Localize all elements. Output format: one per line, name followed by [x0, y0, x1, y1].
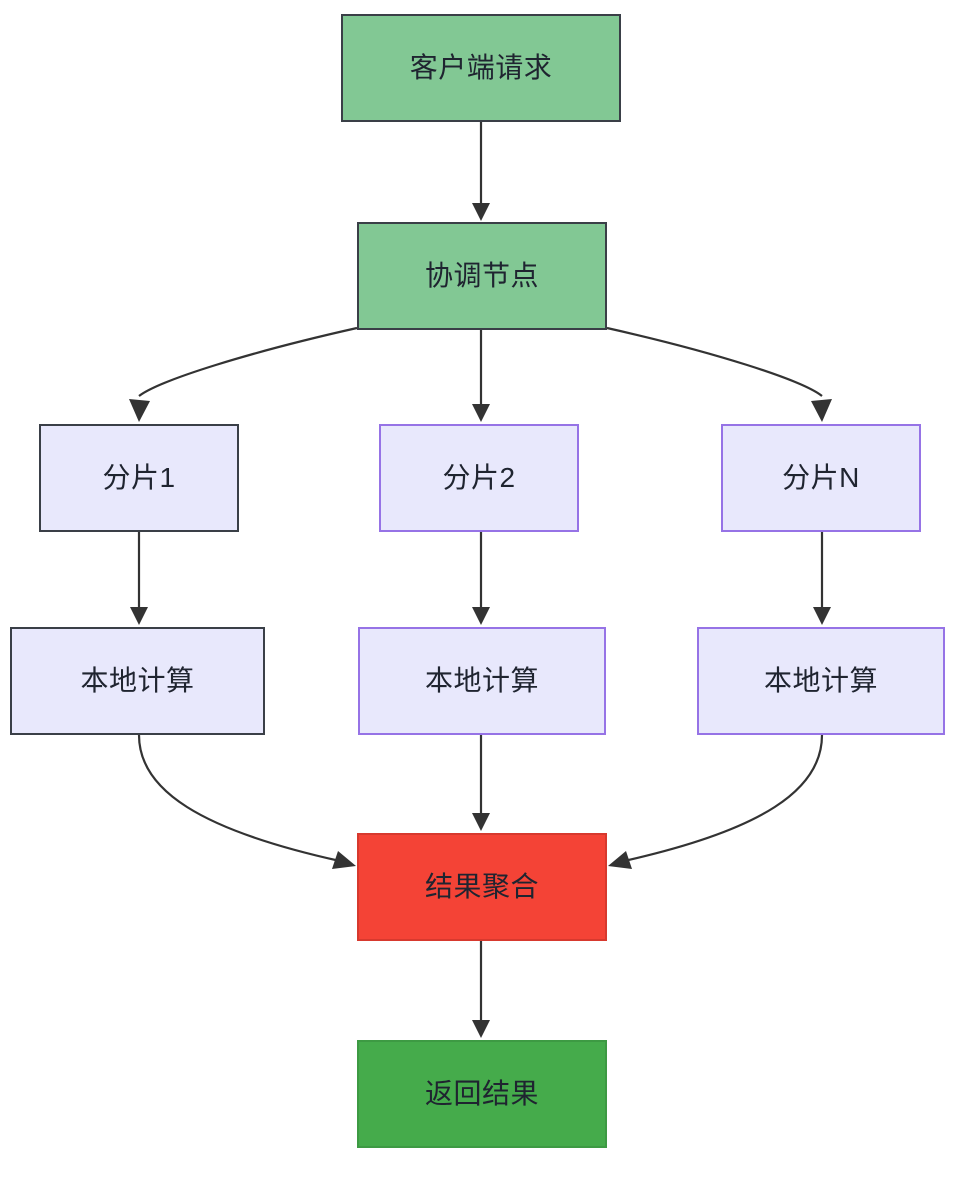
node-label: 本地计算 — [763, 665, 878, 697]
arrow-head-icon — [472, 1020, 490, 1038]
edge-calc1-to-aggregate — [137, 734, 356, 869]
node-local-compute-3[interactable]: 本地计算 — [697, 627, 945, 735]
node-label: 本地计算 — [424, 665, 539, 697]
arrow-head-icon — [472, 607, 490, 625]
node-coordinator[interactable]: 协调节点 — [357, 222, 607, 330]
edge-coord-to-shard2 — [472, 330, 490, 422]
node-local-compute-2[interactable]: 本地计算 — [358, 627, 606, 735]
node-shard-n[interactable]: 分片N — [721, 424, 921, 532]
arrow-head-icon — [472, 404, 490, 422]
edge-shardn-to-calc3 — [813, 532, 831, 625]
node-label: 返回结果 — [424, 1078, 539, 1110]
node-result-aggregation[interactable]: 结果聚合 — [357, 833, 607, 941]
node-shard-1[interactable]: 分片1 — [39, 424, 239, 532]
node-return-result[interactable]: 返回结果 — [357, 1040, 607, 1148]
node-label: 分片2 — [442, 462, 516, 494]
arrow-head-icon — [472, 813, 490, 831]
node-local-compute-1[interactable]: 本地计算 — [10, 627, 265, 735]
arrow-head-icon — [129, 399, 150, 422]
node-label: 分片N — [782, 462, 860, 494]
arrow-head-icon — [608, 851, 632, 869]
arrow-head-icon — [811, 399, 832, 422]
edge-aggregate-to-return — [472, 941, 490, 1038]
node-label: 客户端请求 — [409, 52, 553, 84]
node-label: 分片1 — [102, 462, 176, 494]
node-shard-2[interactable]: 分片2 — [379, 424, 579, 532]
node-label: 本地计算 — [80, 665, 195, 697]
edge-client-to-coord — [472, 122, 490, 221]
arrow-head-icon — [130, 607, 148, 625]
arrow-head-icon — [472, 203, 490, 221]
edge-calc3-to-aggregate — [608, 734, 824, 869]
edge-shard1-to-calc1 — [130, 532, 148, 625]
node-client-request[interactable]: 客户端请求 — [341, 14, 621, 122]
arrow-head-icon — [332, 851, 356, 869]
edge-calc2-to-aggregate — [472, 735, 490, 831]
node-label: 协调节点 — [424, 260, 539, 292]
node-label: 结果聚合 — [424, 871, 539, 903]
edge-shard2-to-calc2 — [472, 532, 490, 625]
arrow-head-icon — [813, 607, 831, 625]
edge-coord-to-shardn — [606, 326, 832, 422]
edge-coord-to-shard1 — [129, 326, 358, 422]
